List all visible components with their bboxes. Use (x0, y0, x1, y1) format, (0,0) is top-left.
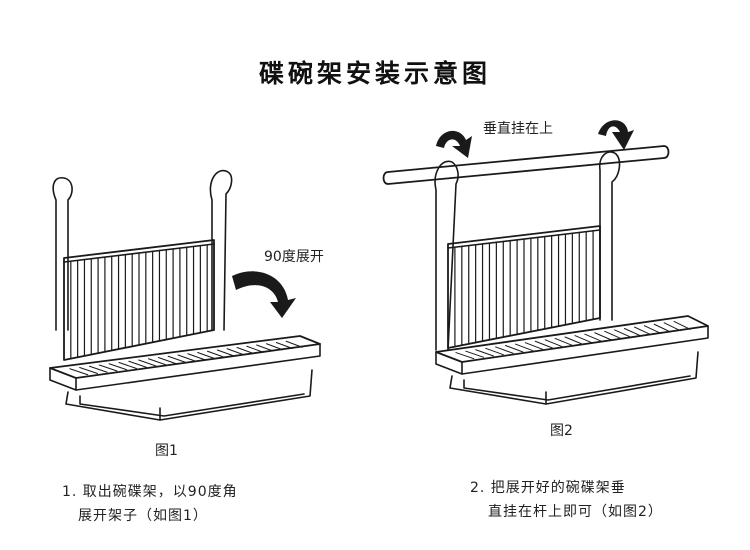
rotate-arrow-shape (232, 271, 296, 318)
tray-wire (256, 344, 274, 352)
tray-wire (89, 365, 108, 373)
left-hook (52, 176, 73, 331)
tray-wire (514, 343, 534, 352)
step-1-line-2: 展开架子（如图1） (78, 508, 208, 524)
back-rack-bars (454, 230, 594, 348)
tray-grid (455, 320, 691, 360)
tray-grid (69, 340, 303, 376)
tray-wire (673, 320, 691, 330)
tray-wire (285, 340, 303, 348)
tray-wire (544, 339, 563, 348)
figure-1-caption: 图1 (155, 443, 178, 459)
tray-wire (604, 330, 622, 340)
tray-wire (475, 349, 494, 357)
right-hook (598, 151, 621, 321)
figure-2-caption: 图2 (550, 423, 573, 439)
diagram-title: 碟碗架安装示意图 (258, 59, 491, 88)
tray-wire (138, 359, 157, 367)
back-rack-frame (447, 225, 601, 349)
tray-wire (148, 358, 167, 366)
tray-wire (643, 325, 662, 334)
tray-wire (495, 346, 514, 354)
tray-wire (216, 349, 235, 357)
tray-wire (633, 326, 652, 336)
tray-wire (167, 355, 186, 363)
tray-wire (236, 347, 254, 354)
step-2-instruction: 2. 把展开好的碗碟架垂 直挂在杆上即可（如图2） (470, 476, 663, 524)
tray-wire (108, 363, 128, 371)
tray-wire (653, 323, 671, 333)
figure-1-arrow-label: 90度展开 (264, 249, 324, 265)
step-1-instruction: 1. 取出碗碟架，以90度角 展开架子（如图1） (62, 480, 238, 528)
tray-wire (534, 340, 553, 349)
tray-wire (524, 342, 544, 350)
tray-wire (69, 368, 89, 376)
tray-wire (207, 350, 225, 358)
tray-wire (624, 328, 642, 337)
tray-wire (246, 345, 264, 353)
tray-wire (554, 337, 573, 346)
tray-wire (574, 335, 593, 344)
tray-wire (465, 350, 485, 358)
tray-wire (226, 348, 245, 356)
tray-wire (197, 352, 215, 359)
tray-wire (455, 352, 475, 360)
right-curl-arrow-shape (598, 120, 634, 150)
figure-2-arrow-label: 垂直挂在上 (483, 121, 553, 137)
tray-wire (79, 367, 98, 374)
step-2-line-1: 2. 把展开好的碗碟架垂 (470, 480, 626, 496)
tray-wire (594, 332, 612, 341)
tray-wire (614, 329, 632, 338)
tray-wire (663, 322, 681, 332)
tray-wire (266, 343, 284, 351)
left-hook (434, 160, 459, 351)
tray-wire (584, 333, 603, 342)
tray-wire (275, 342, 293, 349)
tray-wire (98, 364, 118, 372)
step-2-line-2: 直挂在杆上即可（如图2） (488, 504, 663, 520)
tray-wire (485, 347, 504, 356)
tray-wire (128, 360, 147, 368)
hanging-rail (382, 145, 670, 185)
left-curl-arrow-shape (436, 130, 472, 158)
tray-wire (564, 336, 583, 345)
back-rack-frame (63, 239, 215, 361)
tray-wire (157, 357, 176, 364)
tray-wire (187, 353, 206, 361)
tray-wire (505, 345, 524, 353)
tray-wire (177, 354, 196, 362)
step-1-line-1: 1. 取出碗碟架，以90度角 (62, 484, 238, 500)
tray-wire (118, 362, 137, 369)
right-hook (209, 169, 233, 331)
back-rack-bars (70, 244, 208, 360)
